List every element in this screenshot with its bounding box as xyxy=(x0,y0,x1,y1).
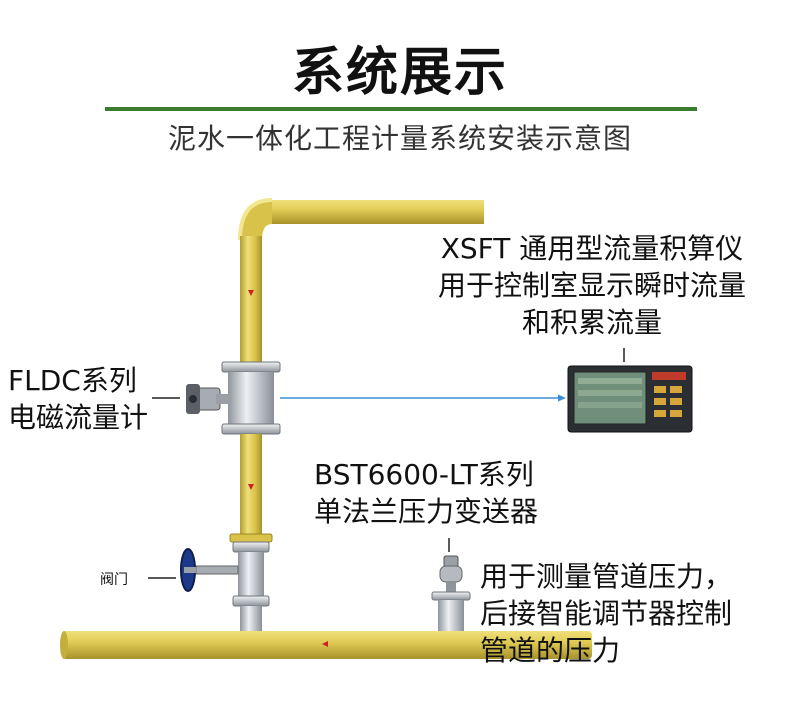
pressure-note-line: 管道的压力 xyxy=(480,634,621,667)
pressure-transmitter xyxy=(431,555,471,632)
pressure-note-line: 后接智能调节器控制 xyxy=(480,597,733,630)
integrator-label-line: XSFT 通用型流量积算仪 xyxy=(440,232,744,265)
flowmeter-label-line: 电磁流量计 xyxy=(8,401,149,434)
pressure-note-label: 用于测量管道压力， 后接智能调节器控制 管道的压力 xyxy=(480,558,732,669)
top-pipe xyxy=(238,198,484,241)
flowmeter-label-line: FLDC系列 xyxy=(8,364,137,397)
electromagnetic-flowmeter xyxy=(186,361,281,435)
pressure-note-line: 用于测量管道压力， xyxy=(480,560,733,593)
integrator-label-line: 和积累流量 xyxy=(521,306,662,339)
title-divider xyxy=(105,107,697,111)
vertical-pipe-upper xyxy=(240,236,262,366)
transmitter-label: BST6600-LT系列 单法兰压力变送器 xyxy=(314,456,538,530)
integrator-label-line: 用于控制室显示瞬时流量 xyxy=(437,269,746,302)
valve-assembly xyxy=(180,533,273,640)
flow-integrator-device xyxy=(567,365,693,433)
flow-arrow-icon xyxy=(248,290,254,296)
transmitter-label-line: 单法兰压力变送器 xyxy=(314,495,539,528)
valve-label: 阀门 xyxy=(100,572,128,588)
flowmeter-label: FLDC系列 电磁流量计 xyxy=(8,362,148,436)
arrow-right-icon xyxy=(558,394,566,402)
flow-arrow-icon xyxy=(322,641,328,647)
transmitter-label-line: BST6600-LT系列 xyxy=(314,458,534,491)
flow-arrow-icon xyxy=(248,484,254,490)
integrator-label: XSFT 通用型流量积算仪 用于控制室显示瞬时流量 和积累流量 xyxy=(388,230,796,341)
main-pipe xyxy=(60,631,592,659)
page-subtitle: 泥水一体化工程计量系统安装示意图 xyxy=(167,122,632,155)
page-title: 系统展示 xyxy=(291,43,508,103)
